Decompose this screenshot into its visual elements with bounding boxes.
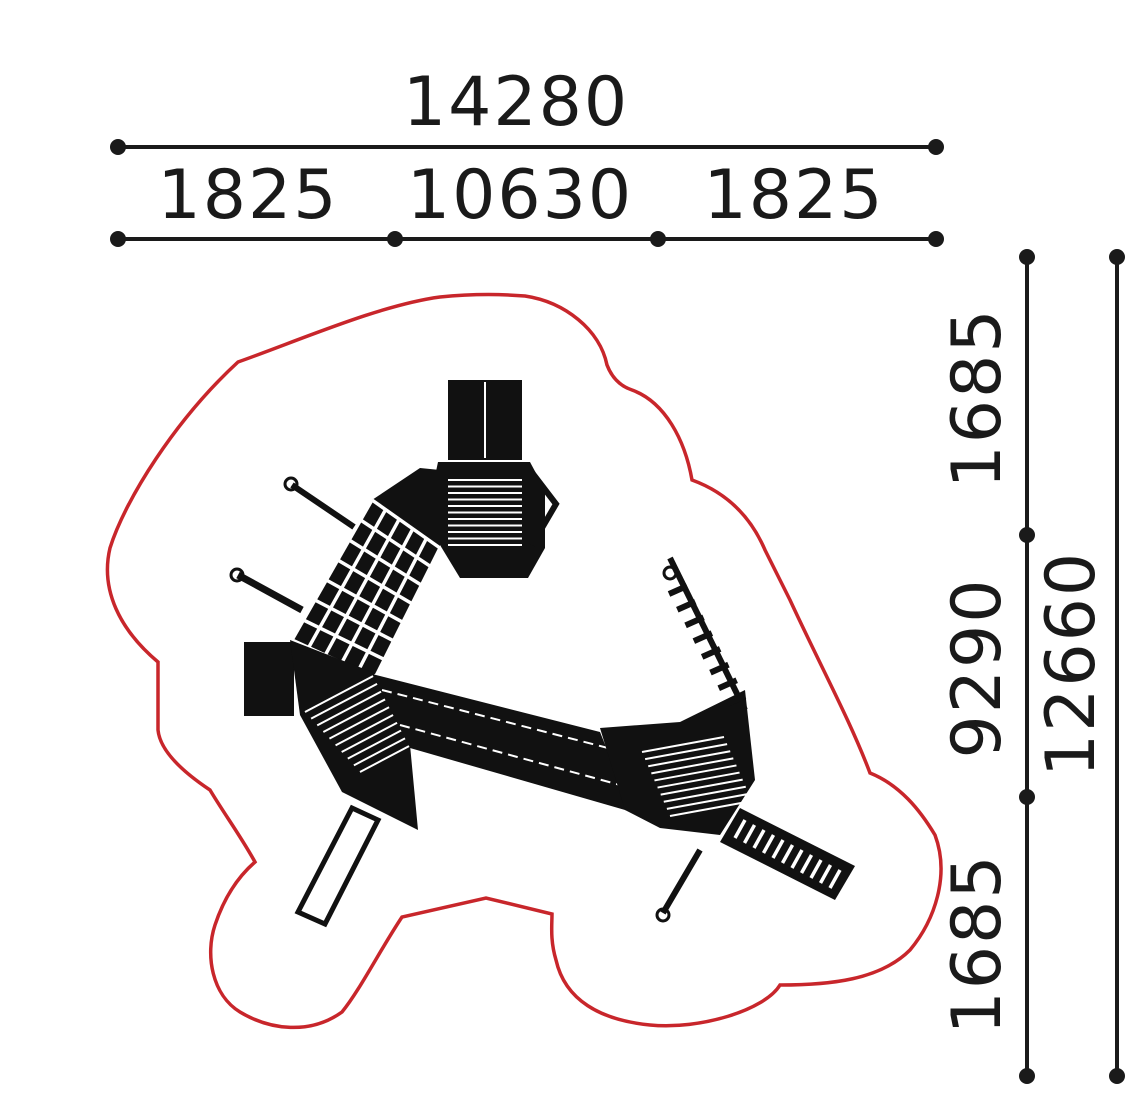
ladder-rung bbox=[733, 819, 747, 839]
slat bbox=[304, 673, 378, 713]
dimension-height-middle: 9290 bbox=[938, 577, 1017, 758]
slat bbox=[322, 693, 396, 733]
dimension-endpoint bbox=[1109, 1068, 1125, 1084]
bottom-slide bbox=[294, 804, 382, 928]
slat bbox=[669, 800, 753, 817]
vertical-dimensions: 1685 9290 1685 12660 bbox=[938, 249, 1125, 1084]
horizontal-dimensions: 14280 1825 10630 1825 bbox=[110, 63, 944, 247]
playground-equipment bbox=[229, 380, 855, 928]
dimension-height-top: 1685 bbox=[938, 307, 1017, 488]
dimension-endpoint bbox=[650, 231, 666, 247]
dimension-endpoint bbox=[1019, 789, 1035, 805]
slat bbox=[648, 750, 731, 768]
grid-line bbox=[373, 547, 442, 679]
long-bridge bbox=[372, 674, 632, 812]
dimension-height-bottom: 1685 bbox=[938, 853, 1017, 1034]
ladder-rung bbox=[809, 859, 823, 879]
ladder-rung bbox=[761, 834, 776, 854]
dimension-endpoint bbox=[1019, 1068, 1035, 1084]
dimension-total-height: 12660 bbox=[1032, 551, 1111, 777]
ladder-rung bbox=[790, 849, 804, 869]
slat bbox=[660, 778, 743, 796]
grid-line bbox=[348, 538, 423, 587]
ladder-rung bbox=[828, 869, 842, 889]
safety-zone-outline bbox=[105, 292, 943, 1030]
dimension-width-right: 1825 bbox=[703, 156, 884, 235]
dimension-endpoint bbox=[1019, 249, 1035, 265]
grid-line bbox=[325, 578, 404, 624]
dimension-endpoint bbox=[1109, 249, 1125, 265]
ladder-rung bbox=[771, 839, 785, 859]
ladder-rungs bbox=[733, 819, 842, 889]
slat bbox=[641, 736, 725, 753]
upper-walkway-grid bbox=[290, 498, 442, 680]
slat bbox=[654, 764, 737, 782]
ladder-rung bbox=[752, 829, 766, 849]
grid-line bbox=[302, 618, 386, 662]
dimension-width-middle: 10630 bbox=[407, 156, 633, 235]
grid-line bbox=[359, 518, 432, 569]
dimension-endpoint bbox=[1019, 527, 1035, 543]
slat bbox=[666, 792, 750, 810]
grid-line bbox=[336, 558, 414, 606]
rope-knot bbox=[692, 630, 714, 644]
slat bbox=[316, 686, 390, 727]
left-platform bbox=[290, 640, 433, 830]
grid-line bbox=[340, 527, 415, 664]
slat bbox=[310, 679, 384, 720]
top-platform bbox=[430, 462, 560, 578]
grid-line bbox=[314, 598, 395, 643]
slat bbox=[651, 757, 734, 775]
dimension-total-width: 14280 bbox=[403, 63, 629, 142]
rope-knot bbox=[667, 583, 689, 597]
right-ladder bbox=[720, 808, 855, 900]
grid-line bbox=[290, 499, 374, 641]
rope-knots bbox=[667, 583, 747, 707]
right-platform-slats bbox=[641, 736, 753, 817]
slat bbox=[644, 743, 728, 761]
dimension-endpoint bbox=[110, 139, 126, 155]
rope-knot bbox=[700, 646, 722, 660]
dimension-endpoint bbox=[387, 231, 403, 247]
ladder-rung bbox=[818, 864, 833, 884]
left-platform-roof bbox=[244, 642, 294, 716]
ladder-rung bbox=[742, 824, 757, 844]
upper-walkway bbox=[290, 468, 442, 680]
rope-knot bbox=[684, 614, 705, 629]
right-platform bbox=[600, 690, 755, 835]
slat bbox=[663, 785, 746, 803]
ladder-rung bbox=[780, 844, 795, 864]
rope-knot bbox=[725, 693, 747, 707]
dimension-endpoint bbox=[928, 139, 944, 155]
grid-line bbox=[307, 508, 388, 649]
climbing-ropes bbox=[229, 476, 748, 923]
rope-knot bbox=[717, 677, 738, 692]
dimension-endpoint bbox=[928, 231, 944, 247]
ladder-rung bbox=[799, 854, 814, 874]
slat bbox=[657, 771, 740, 789]
dimension-width-left: 1825 bbox=[157, 156, 338, 235]
grid-line bbox=[356, 537, 428, 672]
dimension-endpoint bbox=[110, 231, 126, 247]
top-platform-slats bbox=[448, 479, 522, 546]
top-platform-roof bbox=[448, 380, 522, 460]
rope-knot bbox=[709, 661, 730, 676]
grid-line bbox=[370, 498, 442, 550]
grid-line bbox=[323, 518, 401, 657]
rope-knot bbox=[676, 598, 697, 613]
